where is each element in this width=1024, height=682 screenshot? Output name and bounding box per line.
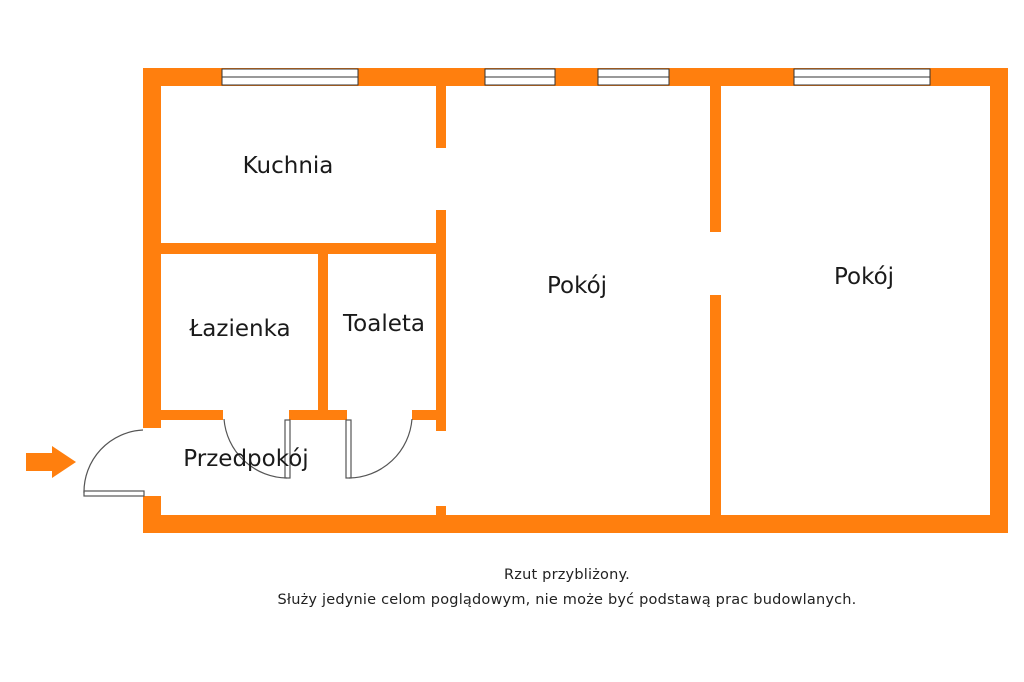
room-label-pokoj-2: Pokój [833, 264, 895, 290]
outer-wall-top [143, 68, 1008, 86]
room-label-lazienka: Łazienka [189, 316, 291, 342]
toaleta-door [345, 418, 413, 479]
wall-kitchen-pokoj-lower [436, 210, 446, 254]
window-pokoj-left [484, 68, 556, 86]
wall-lazienka-toaleta [318, 254, 328, 420]
wall-kitchen-bottom [161, 243, 446, 254]
wall-lazienka-bottom-right [289, 410, 347, 420]
lazienka-door [223, 418, 291, 479]
windows [221, 68, 931, 86]
disclaimer-line-1: Rzut przybliżony. [504, 567, 630, 583]
doors [83, 418, 413, 497]
window-pokoj-right [597, 68, 670, 86]
outer-wall-left-lower [143, 496, 161, 533]
outer-wall-right [990, 68, 1008, 533]
wall-pokoj-stub-bottom [436, 506, 446, 518]
wall-pokoj-pokoj-upper [710, 86, 721, 232]
outer-wall-left-upper [143, 68, 161, 428]
wall-kitchen-pokoj-upper [436, 86, 446, 148]
wall-lazienka-bottom-left [161, 410, 223, 420]
room-label-kuchnia: Kuchnia [242, 153, 334, 179]
wall-toaleta-pokoj [436, 254, 446, 431]
disclaimer-line-2: Służy jedynie celom poglądowym, nie może… [277, 592, 857, 608]
entrance-arrow-icon [26, 446, 76, 478]
wall-pokoj-pokoj-lower [710, 295, 721, 517]
room-label-toaleta: Toaleta [343, 311, 425, 337]
room-label-pokoj-1: Pokój [546, 273, 608, 299]
window-pokoj-2 [793, 68, 931, 86]
entrance-door [83, 429, 145, 497]
room-label-przedpokoj: Przedpokój [183, 446, 309, 472]
wall-toaleta-bottom-right [412, 410, 446, 420]
walls [143, 68, 1008, 533]
window-kitchen [221, 68, 359, 86]
outer-wall-bottom [143, 515, 1008, 533]
